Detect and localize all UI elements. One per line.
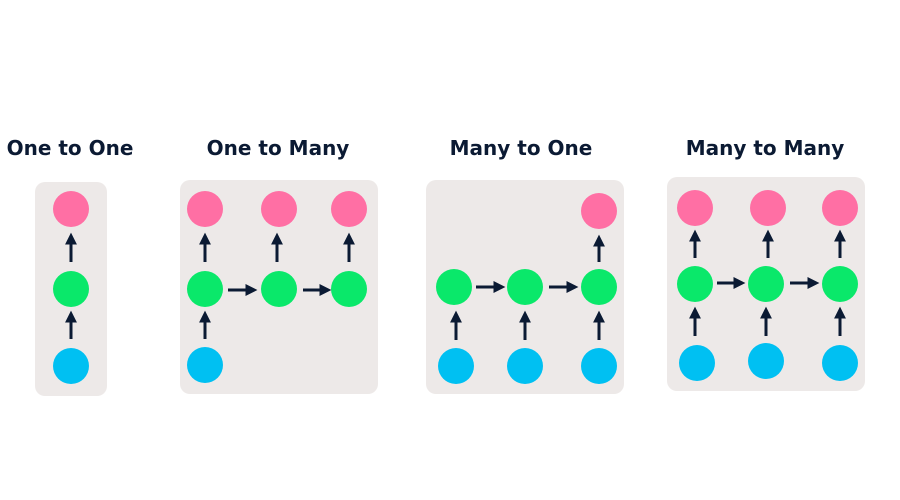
title-one-to-one: One to One [6,136,134,160]
output-node [750,190,786,226]
input-node [748,343,784,379]
title-one-to-many: One to Many [206,136,350,160]
hidden-node [261,271,297,307]
input-node [822,345,858,381]
hidden-node [507,269,543,305]
hidden-node [187,271,223,307]
input-node [187,347,223,383]
input-node [679,345,715,381]
title-many-to-one: Many to One [449,136,593,160]
output-node [581,193,617,229]
output-node [187,191,223,227]
output-node [822,190,858,226]
hidden-node [53,271,89,307]
output-node [261,191,297,227]
hidden-node [748,266,784,302]
input-node [53,348,89,384]
input-node [581,348,617,384]
input-node [507,348,543,384]
hidden-node [677,266,713,302]
hidden-node [822,266,858,302]
title-many-to-many: Many to Many [685,136,845,160]
output-node [53,191,89,227]
input-node [438,348,474,384]
hidden-node [581,269,617,305]
hidden-node [331,271,367,307]
output-node [677,190,713,226]
output-node [331,191,367,227]
hidden-node [436,269,472,305]
